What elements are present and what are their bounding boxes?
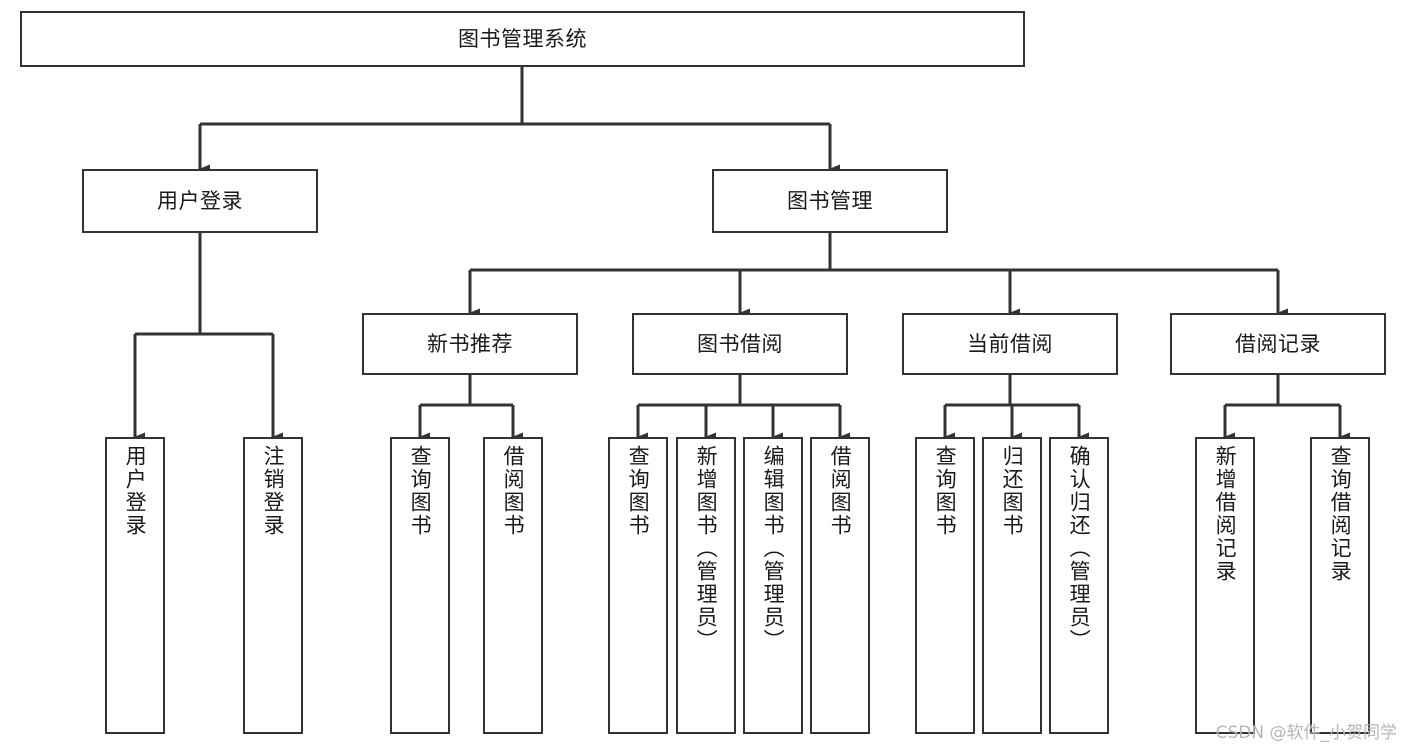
watermark-text: CSDN @软件_小贺同学	[1215, 723, 1397, 743]
node-new-book-recommend-label: 新书推荐	[427, 331, 513, 356]
node-leaf-add-record[interactable]: 新增借阅记录	[1195, 437, 1255, 734]
node-leaf-add-record-label: 新增借阅记录	[1213, 445, 1238, 583]
node-current-borrow[interactable]: 当前借阅	[902, 313, 1118, 375]
node-book-manage[interactable]: 图书管理	[712, 169, 948, 233]
node-leaf-user-login[interactable]: 用户登录	[105, 437, 165, 734]
node-borrow-record-label: 借阅记录	[1235, 331, 1321, 356]
node-new-book-recommend[interactable]: 新书推荐	[362, 313, 578, 375]
node-leaf-logout-label: 注销登录	[261, 445, 286, 537]
node-leaf-return-book-label: 归还图书	[1000, 445, 1025, 537]
node-leaf-query-record[interactable]: 查询借阅记录	[1310, 437, 1370, 734]
node-root-system[interactable]: 图书管理系统	[20, 11, 1025, 67]
node-leaf-query-record-label: 查询借阅记录	[1328, 445, 1353, 583]
node-leaf-query-book-1[interactable]: 查询图书	[390, 437, 450, 734]
node-leaf-edit-book-label: 编辑图书（管理员）	[761, 445, 786, 652]
node-leaf-borrow-book-2[interactable]: 借阅图书	[810, 437, 870, 734]
node-leaf-user-login-label: 用户登录	[123, 445, 148, 537]
node-leaf-query-book-2[interactable]: 查询图书	[608, 437, 668, 734]
node-leaf-logout[interactable]: 注销登录	[243, 437, 303, 734]
node-leaf-query-book-3-label: 查询图书	[933, 445, 958, 537]
node-leaf-add-book[interactable]: 新增图书（管理员）	[676, 437, 736, 734]
node-leaf-query-book-3[interactable]: 查询图书	[915, 437, 975, 734]
node-user-login-label: 用户登录	[157, 188, 243, 213]
connector-lines	[133, 67, 1350, 442]
node-book-borrow[interactable]: 图书借阅	[632, 313, 848, 375]
node-leaf-edit-book[interactable]: 编辑图书（管理员）	[743, 437, 803, 734]
node-borrow-record[interactable]: 借阅记录	[1170, 313, 1386, 375]
node-leaf-borrow-book-1-label: 借阅图书	[501, 445, 526, 537]
node-book-manage-label: 图书管理	[787, 188, 873, 213]
node-current-borrow-label: 当前借阅	[967, 331, 1053, 356]
node-leaf-add-book-label: 新增图书（管理员）	[694, 445, 719, 652]
node-leaf-confirm-return[interactable]: 确认归还（管理员）	[1049, 437, 1109, 734]
node-leaf-borrow-book-1[interactable]: 借阅图书	[483, 437, 543, 734]
node-leaf-return-book[interactable]: 归还图书	[982, 437, 1042, 734]
node-leaf-query-book-1-label: 查询图书	[408, 445, 433, 537]
node-leaf-confirm-return-label: 确认归还（管理员）	[1067, 445, 1092, 652]
node-book-borrow-label: 图书借阅	[697, 331, 783, 356]
node-leaf-query-book-2-label: 查询图书	[626, 445, 651, 537]
node-user-login[interactable]: 用户登录	[82, 169, 318, 233]
node-root-label: 图书管理系统	[458, 26, 587, 51]
node-leaf-borrow-book-2-label: 借阅图书	[828, 445, 853, 537]
